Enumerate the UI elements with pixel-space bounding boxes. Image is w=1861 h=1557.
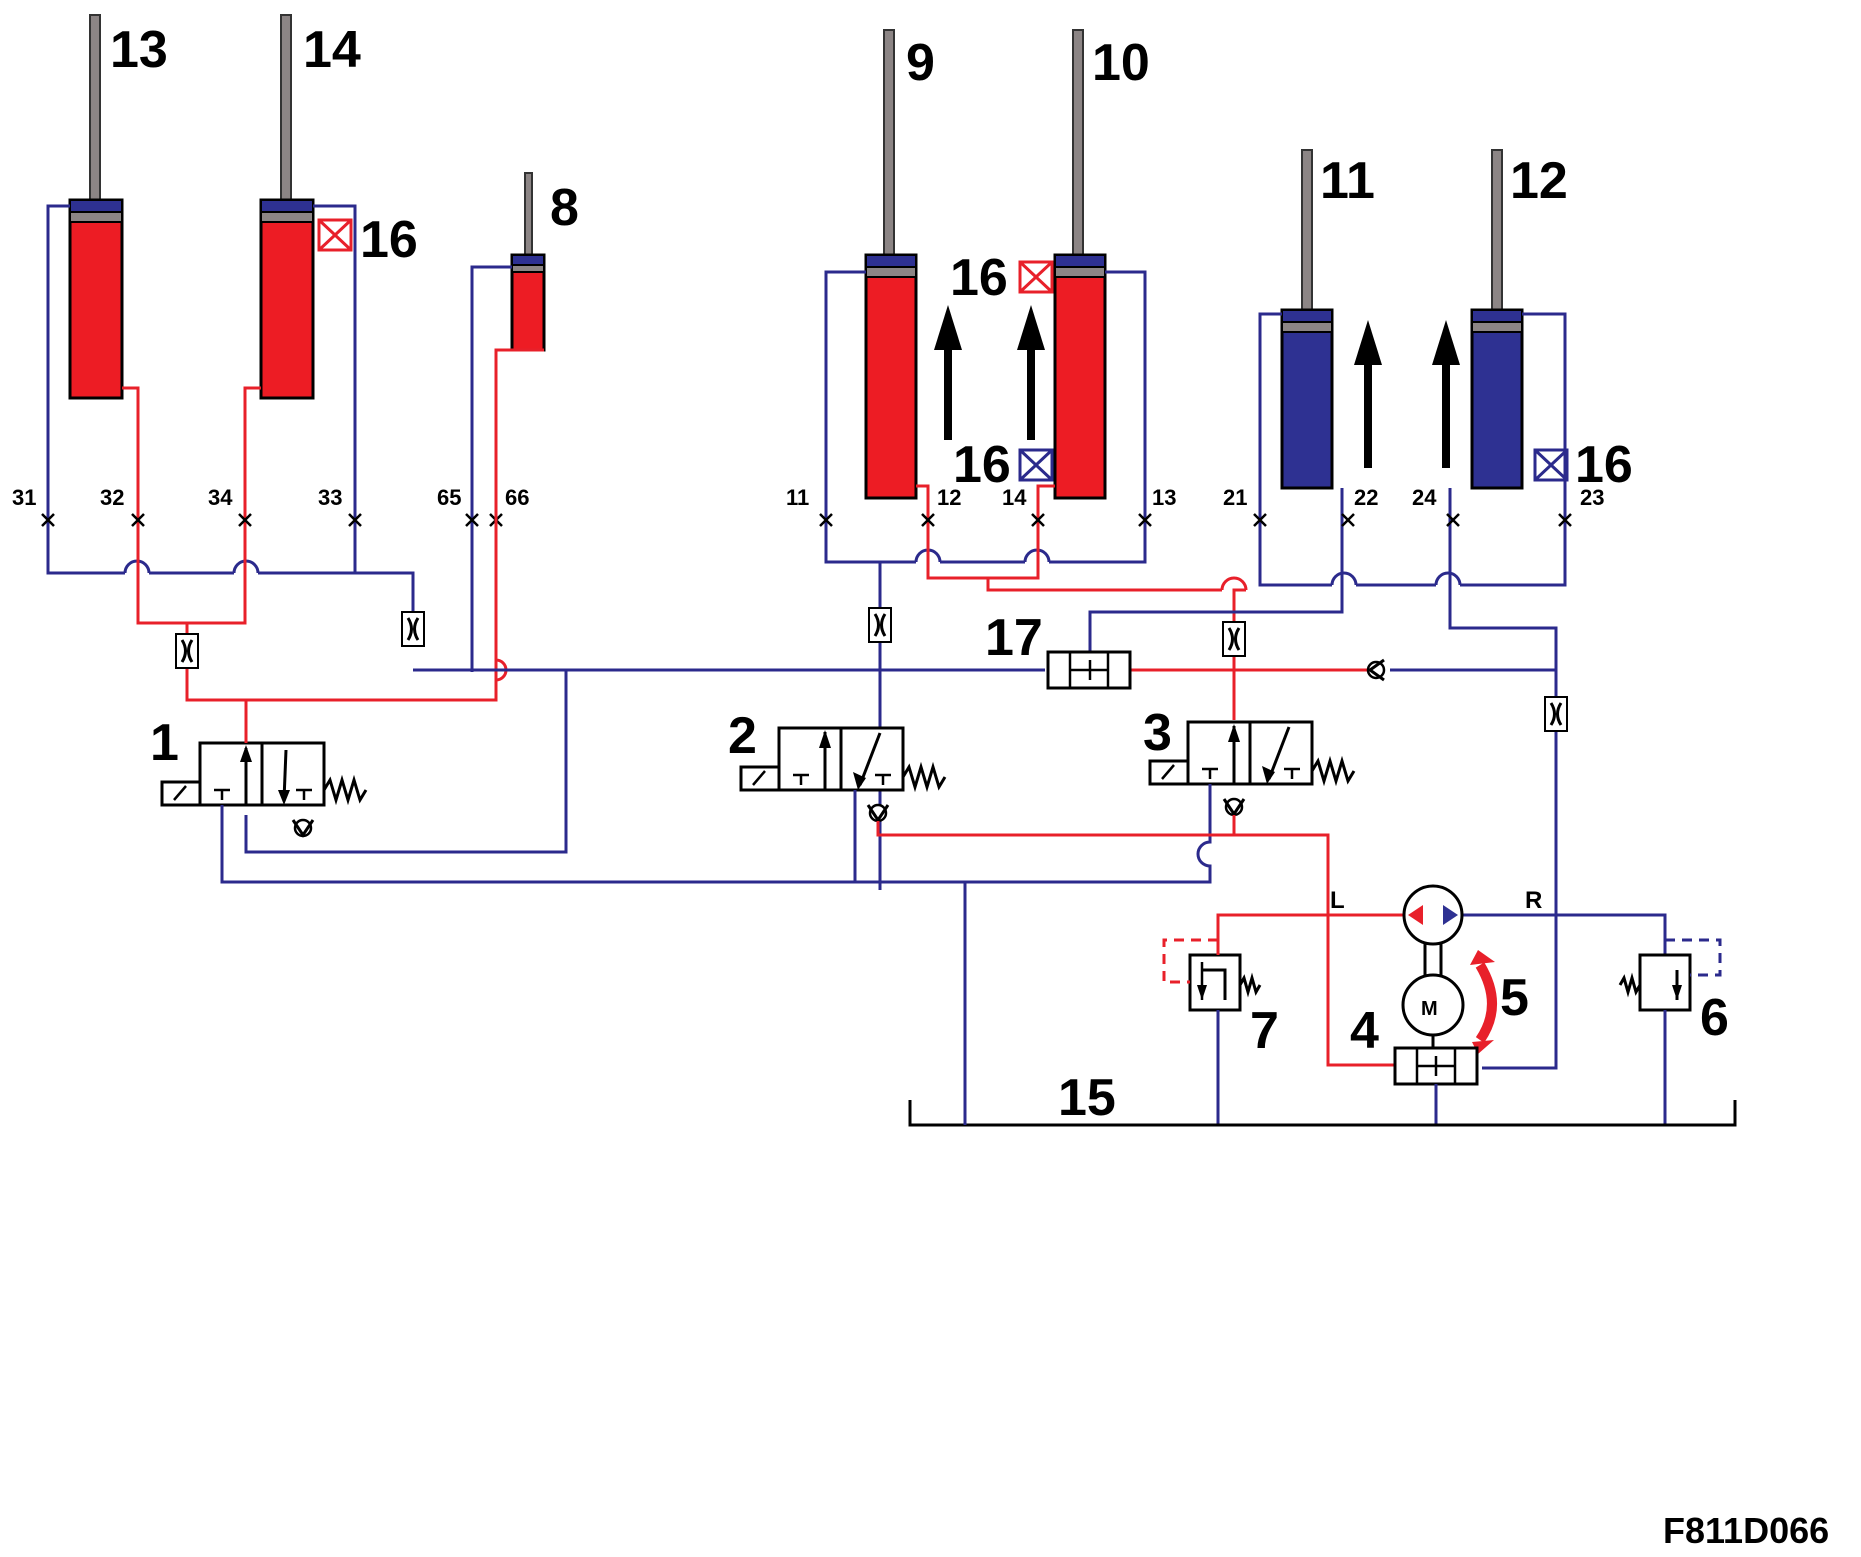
port-marks-right <box>1253 513 1572 527</box>
extend-arrow-11 <box>1354 320 1382 468</box>
port-12: 12 <box>937 485 961 510</box>
valve-3 <box>1148 720 1356 827</box>
cylinder-9 <box>864 29 918 500</box>
port-33: 33 <box>318 485 342 510</box>
sensor-16-cylinder-14 <box>317 218 353 252</box>
sensor-16-cylinder-12 <box>1533 448 1569 482</box>
cylinder-12 <box>1470 149 1524 490</box>
cylinder-13 <box>68 14 124 400</box>
restrictor-center-9 <box>868 607 892 643</box>
cylinder-8 <box>510 172 546 352</box>
port-marks-center <box>819 513 1152 527</box>
pump-port-R: R <box>1525 887 1542 914</box>
relief-valve-7-label: 7 <box>1250 1002 1279 1060</box>
cylinder-10-label: 10 <box>1092 34 1150 92</box>
cylinder-12-label: 12 <box>1510 152 1568 210</box>
port-13: 13 <box>1152 485 1176 510</box>
cylinder-9-label: 9 <box>906 34 935 92</box>
port-21: 21 <box>1223 485 1247 510</box>
relief-valve-6 <box>1618 938 1722 1125</box>
port-23: 23 <box>1580 485 1604 510</box>
port-11: 11 <box>786 485 809 510</box>
cylinder-10 <box>1053 29 1107 500</box>
motor-label: M <box>1421 998 1438 1020</box>
port-marks-left <box>41 513 503 527</box>
valve-1 <box>160 741 1212 884</box>
restrictor-right-blue <box>1544 696 1568 732</box>
line-valves-to-pump <box>876 821 1395 1067</box>
extend-arrow-left-9 <box>934 305 962 440</box>
restrictor-left-blue <box>401 611 425 647</box>
port-31: 31 <box>12 485 36 510</box>
valve-3-label: 3 <box>1143 704 1172 762</box>
cylinder-14 <box>259 14 315 400</box>
extend-arrow-left-10 <box>1017 305 1045 440</box>
cylinder-11-label: 11 <box>1320 152 1375 210</box>
restrictor-left-red <box>175 633 199 669</box>
valve-2 <box>739 726 947 882</box>
restrictor-right-red <box>1222 621 1246 657</box>
port-14: 14 <box>1002 485 1027 510</box>
pump-motor-unit <box>1216 884 1667 1065</box>
cylinder-11 <box>1280 149 1334 490</box>
sensor-16-cylinder-10-bottom <box>1018 448 1054 482</box>
port-34: 34 <box>208 485 233 510</box>
port-66: 66 <box>505 485 529 510</box>
cylinder-13-label: 13 <box>110 21 168 79</box>
shuttle-valve-4-label: 4 <box>1350 1002 1379 1060</box>
port-22: 22 <box>1354 485 1378 510</box>
port-65: 65 <box>437 485 461 510</box>
sensor-16-label-c: 16 <box>953 436 1011 494</box>
check-valve-rail <box>1366 658 1386 682</box>
relief-valve-7 <box>1162 915 1262 1125</box>
circuit-11-12-lines <box>1088 312 1567 1070</box>
port-32: 32 <box>100 485 124 510</box>
port-24: 24 <box>1412 485 1437 510</box>
selector-valve-17-label: 17 <box>985 609 1043 667</box>
cylinder-8-label: 8 <box>550 179 579 237</box>
drawing-code: F811D066 <box>1663 1510 1829 1551</box>
sensor-16-label-d: 16 <box>1575 436 1633 494</box>
relief-valve-6-label: 6 <box>1700 989 1729 1047</box>
tank-15-label: 15 <box>1058 1069 1116 1127</box>
rotation-5-label: 5 <box>1500 969 1529 1027</box>
shuttle-valve-4 <box>1393 1046 1479 1125</box>
valve-1-label: 1 <box>150 714 179 772</box>
tank-15 <box>908 882 1737 1127</box>
selector-valve-17 <box>1046 650 1132 690</box>
sensor-16-cylinder-10-top <box>1018 260 1054 294</box>
cylinder-14-label: 14 <box>303 21 361 79</box>
pump-port-L: L <box>1330 887 1345 914</box>
sensor-16-label-b: 16 <box>950 249 1008 307</box>
sensor-16-label-a: 16 <box>360 211 418 269</box>
extend-arrow-12 <box>1432 320 1460 468</box>
valve-2-label: 2 <box>728 707 757 765</box>
